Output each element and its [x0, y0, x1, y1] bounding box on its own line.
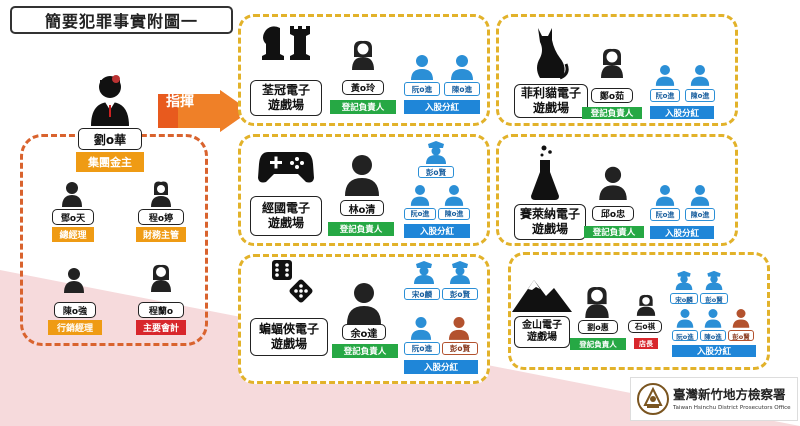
venue-name: 蝙蝠俠電子遊戲場: [250, 318, 328, 356]
investor-name: 阮o進: [650, 208, 680, 221]
manager-name: 黃o玲: [342, 80, 384, 95]
police-name: 彭o賢: [700, 293, 728, 304]
flask-icon: [531, 145, 559, 200]
police-person-icon: [450, 261, 470, 284]
investor-name: 陳o進: [685, 89, 715, 102]
manager-name: 鄭o茹: [591, 88, 633, 103]
police-name: 宋o麟: [670, 293, 698, 304]
boss-person-icon: [91, 75, 129, 126]
chess-icon: [262, 26, 310, 60]
staff-role-badge: 財務主管: [136, 227, 186, 242]
investor-person-icon: [690, 185, 710, 206]
page-title: 簡要犯罪事實附圖一: [10, 6, 233, 34]
police-name: 彭o賢: [418, 166, 454, 178]
manager-role-tag: 登記負責人: [330, 100, 396, 114]
manager-role-tag: 登記負責人: [584, 226, 644, 238]
investor-person-icon: [655, 65, 675, 86]
investor-name: 阮o進: [650, 89, 680, 102]
police-name: 宋o麟: [404, 288, 440, 300]
staff-person-icon: [64, 268, 84, 293]
cat-icon: [537, 28, 569, 80]
staff-name: 陳o強: [54, 302, 96, 318]
gamepad-icon: [258, 152, 314, 183]
venue-name: 金山電子遊戲場: [514, 316, 570, 348]
investor-name: 陳o進: [700, 330, 726, 341]
investor-person-icon: [732, 309, 750, 328]
investor-name: 彭o賢: [442, 342, 478, 355]
investor-person-icon: [690, 65, 710, 86]
investor-role-tag: 入股分紅: [650, 106, 714, 119]
emblem-icon: [637, 383, 669, 415]
mountain-icon: [512, 280, 572, 312]
investor-person-icon: [704, 309, 722, 328]
investor-name: 阮o進: [404, 342, 440, 355]
boss-role-badge: 集團金主: [76, 152, 144, 172]
investor-name: 陳o進: [444, 82, 480, 96]
staff-person-icon: [151, 181, 171, 207]
investor-role-tag: 入股分紅: [650, 226, 714, 239]
investor-person-icon: [410, 185, 430, 206]
police-person-icon: [705, 270, 723, 290]
dice-icon: [272, 260, 313, 303]
investor-person-icon: [444, 185, 464, 206]
staff-role-badge: 總經理: [52, 227, 94, 242]
manager-role-tag: 登記負責人: [332, 344, 398, 358]
manager-person-icon: [345, 155, 379, 196]
manager-name: 余o達: [342, 324, 386, 340]
investor-name: 阮o進: [404, 208, 436, 220]
venue-name: 賽萊納電子遊戲場: [514, 204, 586, 240]
investor-person-icon: [676, 309, 694, 328]
manager-role-tag: 登記負責人: [570, 338, 626, 350]
staff-name: 程o婷: [138, 209, 184, 225]
directive-arrow: [158, 90, 250, 132]
manager-person-icon: [347, 283, 381, 324]
venue-name: 菲利貓電子遊戲場: [514, 84, 588, 118]
manager-role-tag: 登記負責人: [582, 107, 642, 119]
manager-person-icon: [352, 40, 374, 70]
staff-person-icon: [62, 182, 82, 207]
investor-name: 陳o進: [685, 208, 715, 221]
manager-person-icon: [599, 166, 627, 200]
staff-person-icon: [151, 264, 171, 292]
manager-name: 劉o惠: [578, 320, 618, 334]
police-person-icon: [675, 270, 693, 290]
store-manager-person-icon: [636, 294, 656, 316]
staff-name: 程蘭o: [138, 302, 184, 318]
manager-role-tag: 登記負責人: [328, 222, 394, 236]
investor-name: 陳o進: [438, 208, 470, 220]
investor-name: 阮o進: [672, 330, 698, 341]
investor-person-icon: [655, 185, 675, 206]
manager-person-icon: [585, 286, 609, 318]
staff-name: 鄧o天: [52, 209, 94, 225]
staff-role-badge: 主要會計: [136, 320, 186, 335]
prosecutors-office-logo: 臺灣新竹地方檢察署 Taiwan Hsinchu District Prosec…: [630, 377, 798, 421]
investor-role-tag: 入股分紅: [404, 224, 470, 238]
staff-role-badge: 行銷經理: [48, 320, 102, 335]
store-manager-tag: 店長: [634, 338, 658, 349]
manager-name: 邱o忠: [592, 206, 634, 221]
investor-person-icon: [451, 55, 473, 80]
store-manager-name: 石o祺: [628, 320, 662, 333]
investor-role-tag: 入股分紅: [404, 100, 480, 114]
police-name: 彭o賢: [442, 288, 478, 300]
police-person-icon: [426, 141, 446, 164]
venue-name: 荃冠電子遊戲場: [250, 80, 322, 116]
logo-english: Taiwan Hsinchu District Prosecutors Offi…: [673, 405, 791, 411]
venue-name: 經國電子遊戲場: [250, 196, 322, 236]
logo-name: 臺灣新竹地方檢察署: [673, 387, 786, 402]
investor-name: 阮o進: [404, 82, 440, 96]
manager-name: 林o清: [340, 200, 384, 216]
boss-name: 劉o華: [78, 128, 142, 150]
investor-role-tag: 入股分紅: [404, 360, 478, 374]
manager-person-icon: [601, 48, 623, 78]
investor-person-icon: [448, 317, 470, 340]
investor-person-icon: [411, 55, 433, 80]
investor-role-tag: 入股分紅: [672, 345, 756, 357]
police-person-icon: [414, 261, 434, 284]
investor-name: 彭o賢: [728, 330, 754, 341]
directive-label: 指揮: [166, 94, 194, 110]
investor-person-icon: [410, 317, 432, 340]
